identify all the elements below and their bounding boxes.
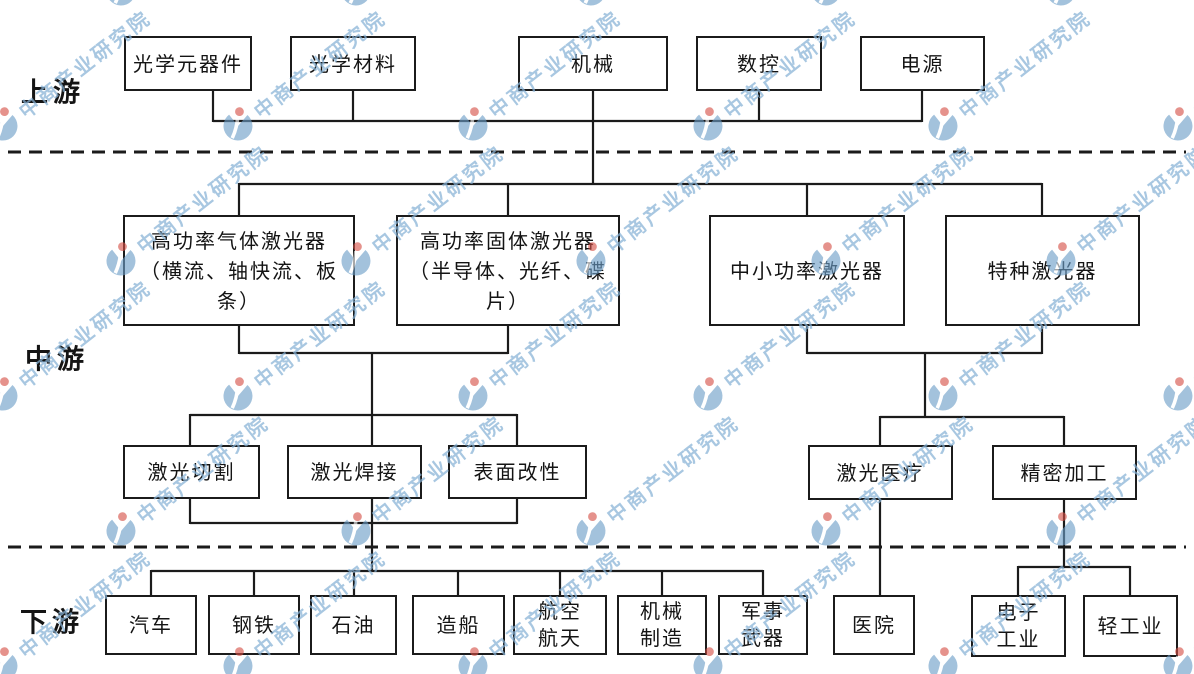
node-aerospace: 航空 航天: [513, 595, 607, 655]
node-light-industry: 轻工业: [1083, 595, 1178, 657]
node-small-medium-power-laser: 中小功率激光器: [709, 215, 905, 326]
node-laser-cutting: 激光切割: [123, 445, 260, 499]
node-surface-modification: 表面改性: [448, 445, 587, 499]
node-power-supply: 电源: [860, 36, 985, 91]
node-special-laser: 特种激光器: [945, 215, 1140, 326]
node-steel: 钢铁: [208, 595, 300, 655]
node-shipbuilding: 造船: [412, 595, 505, 655]
section-label-upstream: 上游: [21, 77, 85, 109]
node-optical-materials: 光学材料: [290, 36, 416, 91]
node-laser-medical: 激光医疗: [808, 445, 953, 500]
node-petroleum: 石油: [310, 595, 397, 655]
node-machinery-manufacturing: 机械 制造: [617, 595, 707, 655]
section-label-downstream: 下游: [20, 607, 84, 639]
node-optical-components: 光学元器件: [124, 36, 252, 91]
node-high-power-solid-laser: 高功率固体激光器 （半导体、光纤、碟 片）: [396, 215, 620, 326]
node-high-power-gas-laser: 高功率气体激光器 （横流、轴快流、板 条）: [123, 215, 355, 326]
node-electronics-industry: 电子 工业: [971, 595, 1066, 657]
node-machinery: 机械: [518, 36, 668, 91]
node-numerical-control: 数控: [696, 36, 822, 91]
node-automobile: 汽车: [105, 595, 197, 655]
node-hospital: 医院: [833, 595, 915, 655]
node-precision-machining: 精密加工: [992, 445, 1137, 500]
node-laser-welding: 激光焊接: [287, 445, 422, 499]
section-label-midstream: 中游: [25, 344, 89, 376]
node-military-weapons: 军事 武器: [718, 595, 808, 655]
